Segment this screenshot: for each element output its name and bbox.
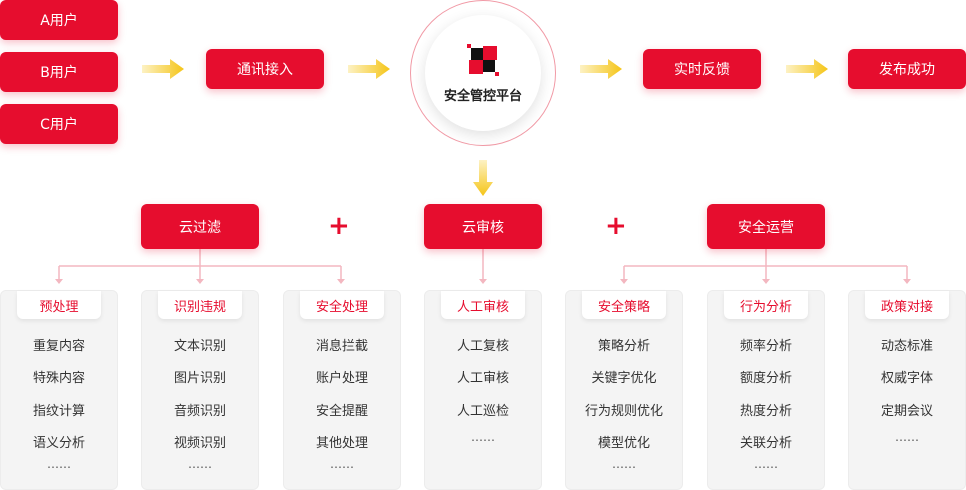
card-item: 人工巡检 <box>456 404 509 419</box>
card-item: 定期会议 <box>880 404 933 419</box>
access-button[interactable]: 通讯接入 <box>206 49 324 89</box>
card-item: 策略分析 <box>597 339 650 354</box>
arrow-down-icon <box>473 160 493 196</box>
card-more: …… <box>188 457 212 471</box>
card-item: 频率分析 <box>739 339 792 354</box>
card-item: 账户处理 <box>315 371 368 386</box>
card-manual-review: 人工审核 人工复核 人工审核 人工巡检 …… <box>424 290 542 490</box>
card-item: 特殊内容 <box>32 371 85 386</box>
card-security-strategy: 安全策略 策略分析 关键字优化 行为规则优化 模型优化 …… <box>565 290 683 490</box>
plus-icon: + <box>605 211 627 241</box>
card-item: 安全提醒 <box>315 404 368 419</box>
arrow-right-icon <box>142 59 184 79</box>
card-item: 指纹计算 <box>32 404 85 419</box>
card-item: 重复内容 <box>32 339 85 354</box>
card-security-handle: 安全处理 消息拦截 账户处理 安全提醒 其他处理 …… <box>283 290 401 490</box>
card-violation-detect: 识别违规 文本识别 图片识别 音频识别 视频识别 …… <box>141 290 259 490</box>
card-item: 关键字优化 <box>591 371 657 386</box>
card-item: 其他处理 <box>315 436 368 451</box>
card-item: 权威字体 <box>880 371 933 386</box>
platform-title: 安全管控平台 <box>443 88 522 104</box>
card-title: 人工审核 <box>441 291 525 319</box>
user-a-button[interactable]: A用户 <box>0 0 118 40</box>
card-more: …… <box>612 457 636 471</box>
arrow-right-icon <box>348 59 390 79</box>
card-more: …… <box>754 457 778 471</box>
card-item: 动态标准 <box>880 339 933 354</box>
card-item: 视频识别 <box>173 436 226 451</box>
cloud-filter-button[interactable]: 云过滤 <box>141 204 259 249</box>
card-behavior-analysis: 行为分析 频率分析 额度分析 热度分析 关联分析 …… <box>707 290 825 490</box>
plus-icon: + <box>328 211 350 241</box>
card-item: 语义分析 <box>32 436 85 451</box>
card-preprocess: 预处理 重复内容 特殊内容 指纹计算 语义分析 …… <box>0 290 118 490</box>
card-more: …… <box>895 430 919 444</box>
card-item: 音频识别 <box>173 404 226 419</box>
security-ops-button[interactable]: 安全运营 <box>707 204 825 249</box>
user-b-button[interactable]: B用户 <box>0 52 118 92</box>
card-title: 安全处理 <box>300 291 384 319</box>
arrow-right-icon <box>580 59 622 79</box>
card-item: 行为规则优化 <box>584 404 663 419</box>
card-item: 消息拦截 <box>315 339 368 354</box>
arrow-right-icon <box>786 59 828 79</box>
card-item: 额度分析 <box>739 371 792 386</box>
card-item: 关联分析 <box>739 436 792 451</box>
success-button[interactable]: 发布成功 <box>848 49 966 89</box>
card-title: 识别违规 <box>158 291 242 319</box>
feedback-button[interactable]: 实时反馈 <box>643 49 761 89</box>
cloud-review-button[interactable]: 云审核 <box>424 204 542 249</box>
platform-circle[interactable]: 安全管控平台 <box>410 0 556 146</box>
card-title: 安全策略 <box>582 291 666 319</box>
card-item: 人工复核 <box>456 339 509 354</box>
card-item: 人工审核 <box>456 371 509 386</box>
card-title: 预处理 <box>17 291 101 319</box>
card-item: 热度分析 <box>739 404 792 419</box>
card-policy-docking: 政策对接 动态标准 权威字体 定期会议 …… <box>848 290 966 490</box>
card-more: …… <box>471 430 495 444</box>
platform-logo-icon <box>467 43 499 76</box>
card-item: 模型优化 <box>597 436 650 451</box>
card-more: …… <box>330 457 354 471</box>
card-title: 行为分析 <box>724 291 808 319</box>
card-more: …… <box>47 457 71 471</box>
card-item: 图片识别 <box>173 371 226 386</box>
card-title: 政策对接 <box>865 291 949 319</box>
user-c-button[interactable]: C用户 <box>0 104 118 144</box>
card-item: 文本识别 <box>173 339 226 354</box>
